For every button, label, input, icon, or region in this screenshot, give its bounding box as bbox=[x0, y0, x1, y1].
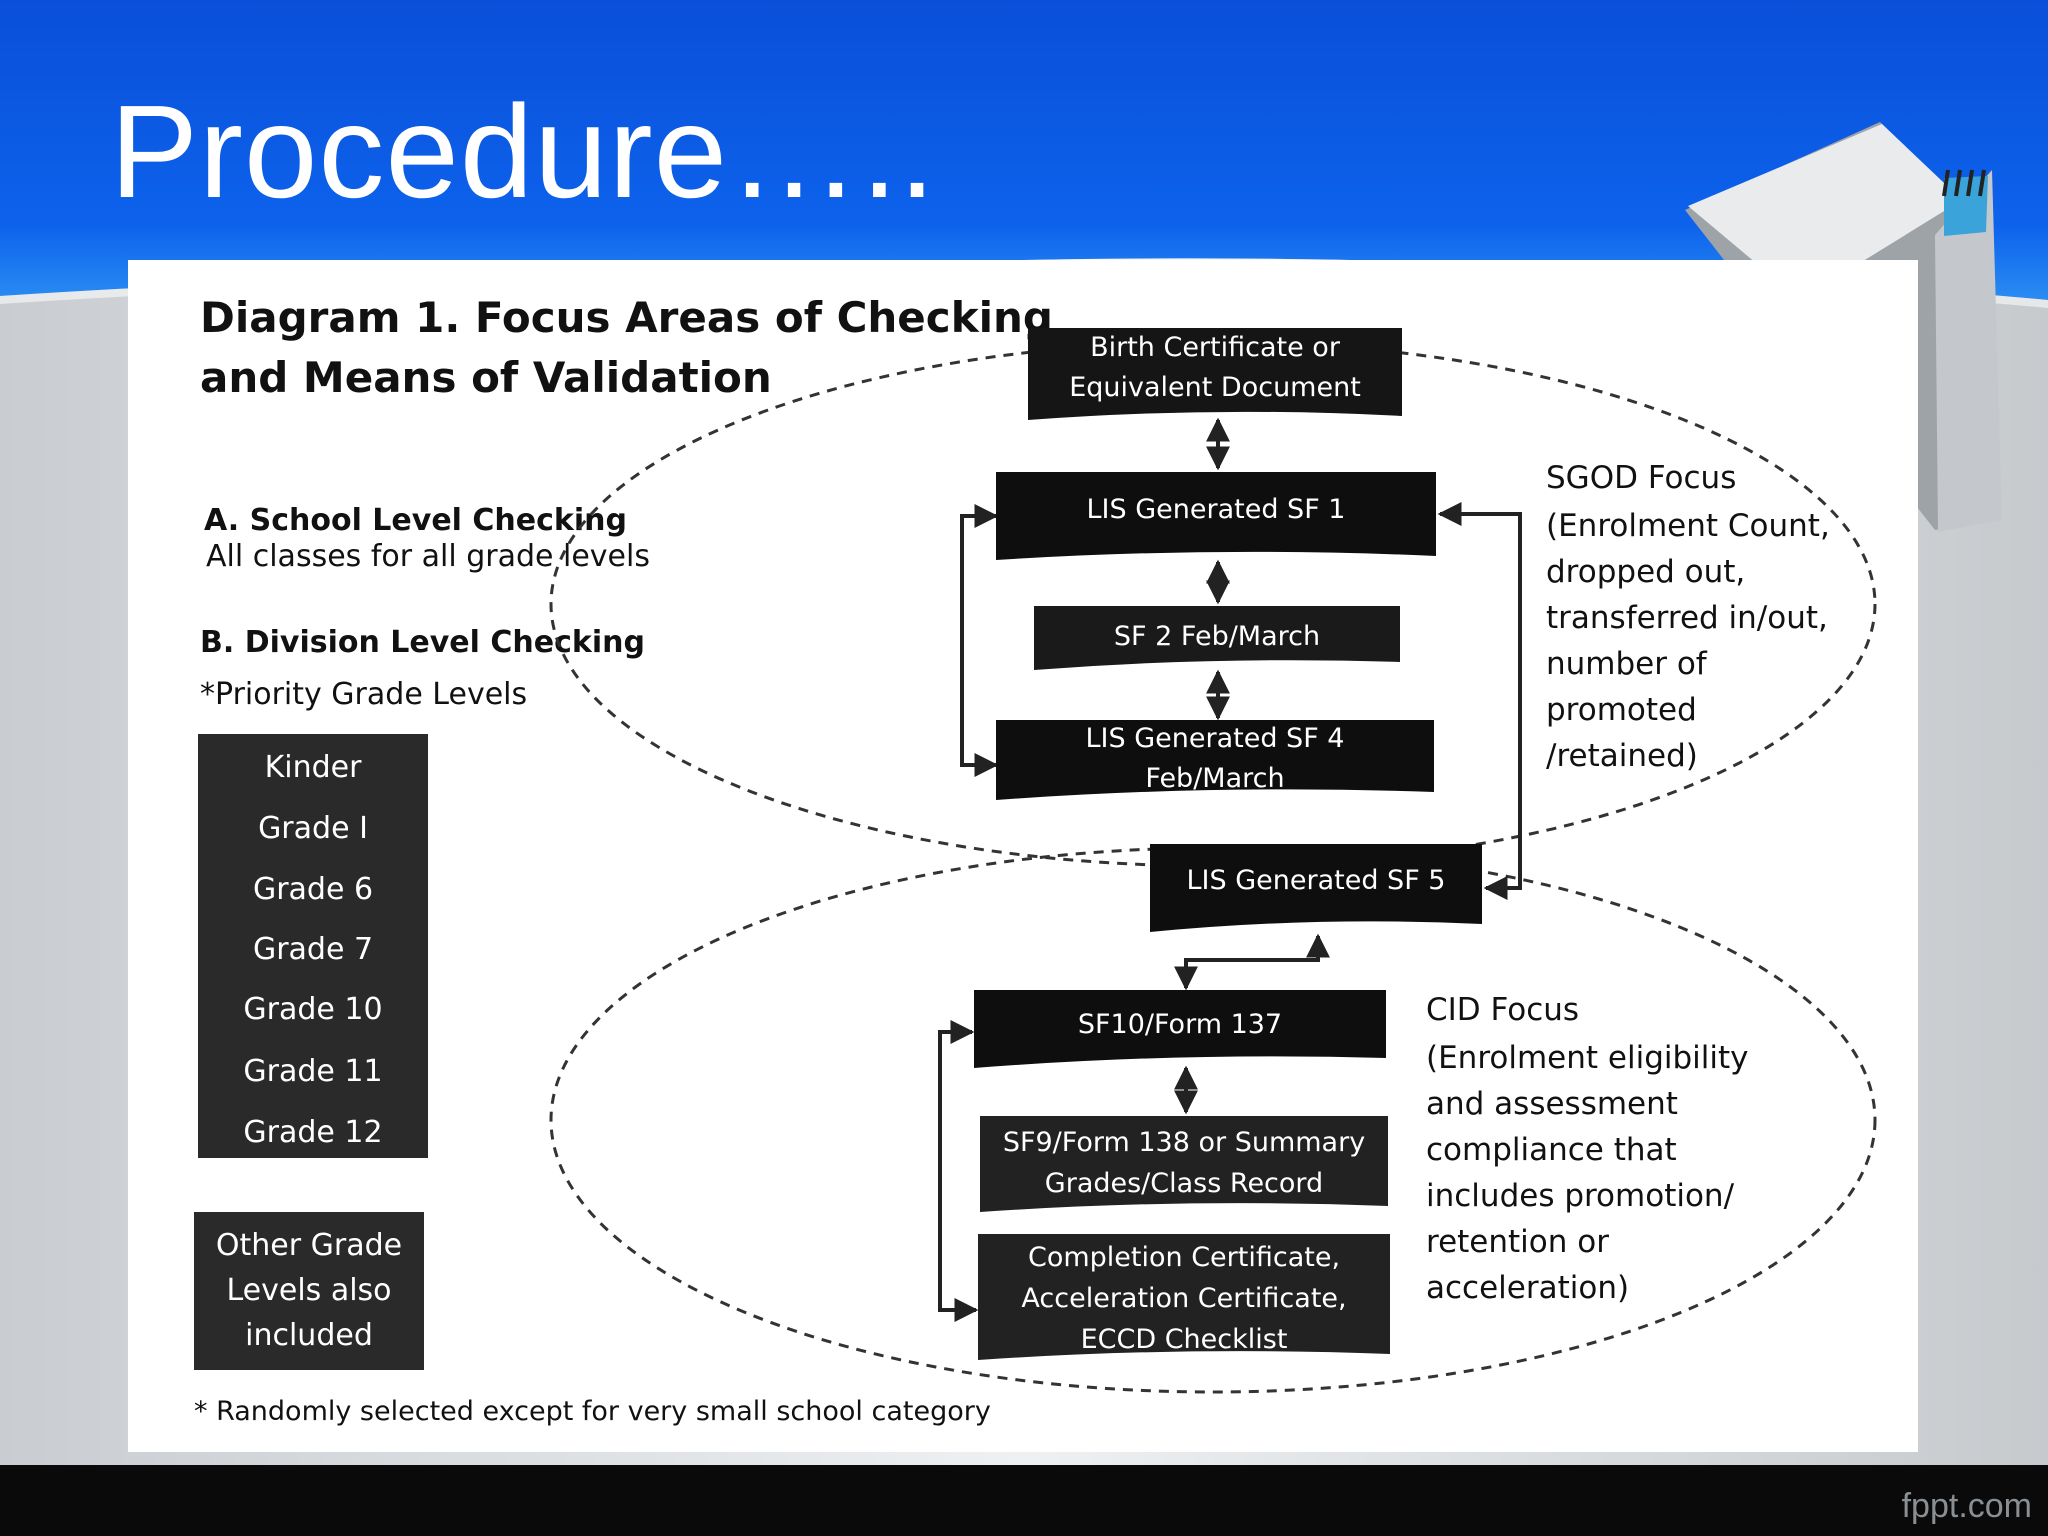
cid-focus-text: CID Focus (Enrolment eligibility and ass… bbox=[1426, 992, 1749, 1306]
sf4-label: Feb/March bbox=[1145, 763, 1284, 794]
sgod-focus-line: (Enrolment Count, bbox=[1546, 508, 1830, 544]
section-b-desc: *Priority Grade Levels bbox=[200, 677, 527, 712]
grade-item: Grade 12 bbox=[243, 1115, 382, 1150]
completion-certificate-label: ECCD Checklist bbox=[1081, 1324, 1288, 1355]
other-grades-line: Other Grade bbox=[216, 1228, 402, 1263]
completion-certificate-label: Acceleration Certificate, bbox=[1021, 1283, 1346, 1314]
sf9-label: SF9/Form 138 or Summary bbox=[1003, 1127, 1365, 1158]
sf1-box bbox=[996, 472, 1436, 560]
diagram-panel: Diagram 1. Focus Areas of Checking and M… bbox=[128, 260, 1918, 1452]
sgod-focus-text: SGOD Focus (Enrolment Count, dropped out… bbox=[1546, 460, 1830, 774]
sgod-focus-line: transferred in/out, bbox=[1546, 600, 1828, 636]
cid-focus-line: CID Focus bbox=[1426, 992, 1579, 1028]
sf1-label: LIS Generated SF 1 bbox=[1087, 494, 1346, 525]
sf2-label: SF 2 Feb/March bbox=[1114, 621, 1320, 652]
footnote: * Randomly selected except for very smal… bbox=[194, 1396, 991, 1427]
birth-certificate-label: Birth Certificate or bbox=[1090, 332, 1341, 363]
sf10-label: SF10/Form 137 bbox=[1078, 1009, 1282, 1040]
completion-certificate-box bbox=[978, 1234, 1390, 1360]
priority-grades-box bbox=[198, 734, 428, 1158]
sgod-focus-line: /retained) bbox=[1546, 738, 1698, 774]
sf5-label: LIS Generated SF 5 bbox=[1187, 865, 1446, 896]
grade-item: Grade 11 bbox=[243, 1054, 382, 1089]
grade-item: Grade 7 bbox=[253, 932, 373, 967]
cid-focus-line: acceleration) bbox=[1426, 1270, 1629, 1306]
sf4-box bbox=[996, 720, 1434, 800]
page-title: Procedure….. bbox=[110, 78, 937, 225]
grade-item: Grade 6 bbox=[253, 872, 373, 907]
sgod-focus-line: number of bbox=[1546, 646, 1708, 682]
footer-brand: fppt.com bbox=[1901, 1487, 2032, 1525]
birth-certificate-label: Equivalent Document bbox=[1069, 372, 1361, 403]
priority-grades-list: Kinder Grade I Grade 6 Grade 7 Grade 10 … bbox=[243, 750, 382, 1150]
sf9-box bbox=[980, 1116, 1388, 1212]
connectors bbox=[938, 417, 1522, 1322]
sgod-focus-line: SGOD Focus bbox=[1546, 460, 1736, 496]
sf4-label: LIS Generated SF 4 bbox=[1086, 723, 1345, 754]
sf9-label: Grades/Class Record bbox=[1045, 1168, 1323, 1199]
section-a-desc: All classes for all grade levels bbox=[206, 539, 650, 574]
other-grades-box bbox=[194, 1212, 424, 1370]
birth-certificate-box bbox=[1028, 328, 1402, 420]
grade-item: Grade 10 bbox=[243, 992, 382, 1027]
sf10-box bbox=[974, 990, 1386, 1068]
diagram-title-line1: Diagram 1. Focus Areas of Checking bbox=[200, 293, 1053, 342]
cid-focus-ellipse bbox=[549, 846, 1877, 1394]
section-b-title: B. Division Level Checking bbox=[200, 625, 645, 660]
completion-certificate-label: Completion Certificate, bbox=[1028, 1242, 1340, 1273]
cid-focus-line: and assessment bbox=[1426, 1086, 1678, 1122]
section-a-title: A. School Level Checking bbox=[204, 503, 627, 538]
grade-item: Grade I bbox=[258, 811, 368, 846]
other-grades-line: Levels also bbox=[226, 1273, 391, 1308]
cid-focus-line: includes promotion/ bbox=[1426, 1178, 1735, 1214]
sf2-box bbox=[1034, 606, 1400, 670]
other-grades-line: included bbox=[245, 1318, 373, 1353]
diagram-focus-areas: Diagram 1. Focus Areas of Checking and M… bbox=[194, 293, 1877, 1427]
sgod-focus-line: dropped out, bbox=[1546, 554, 1745, 590]
diagram-title-line2: and Means of Validation bbox=[200, 353, 772, 402]
sf5-box bbox=[1150, 844, 1482, 932]
grade-item: Kinder bbox=[265, 750, 363, 785]
cid-focus-line: retention or bbox=[1426, 1224, 1609, 1260]
cid-focus-line: compliance that bbox=[1426, 1132, 1677, 1168]
sgod-focus-line: promoted bbox=[1546, 692, 1697, 728]
cid-focus-line: (Enrolment eligibility bbox=[1426, 1040, 1749, 1076]
